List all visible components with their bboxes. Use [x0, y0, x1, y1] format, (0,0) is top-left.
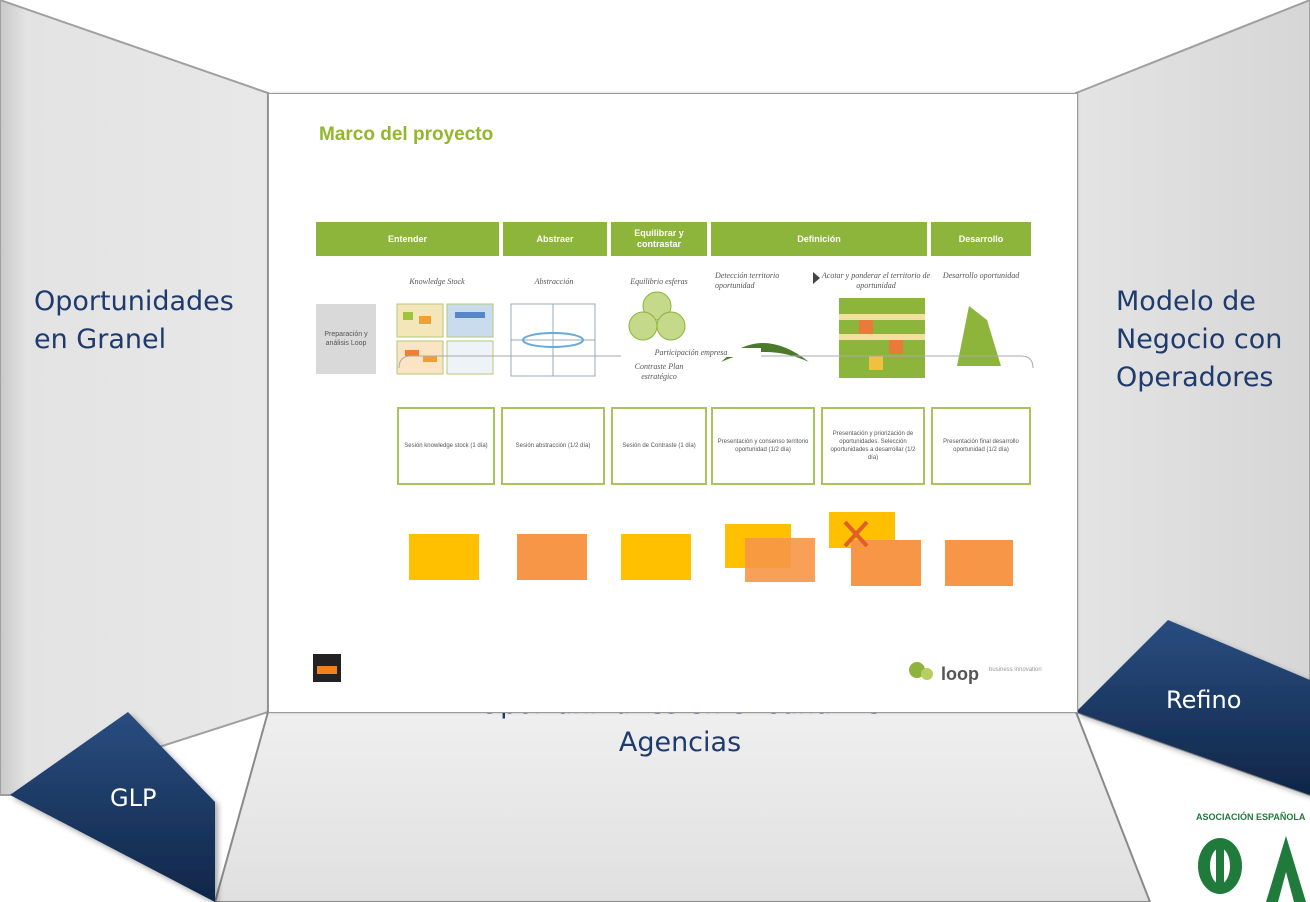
session-2: Sesión abstracción (1/2 día) [501, 407, 605, 485]
caption-acotar: Acotar y ponderar el territorio de oport… [821, 271, 931, 290]
block-3 [621, 534, 691, 580]
acotar-grid-icon [839, 298, 925, 378]
caption-deteccion: Detección territorio oportunidad [715, 271, 780, 290]
definicion-arrow-icon [813, 272, 820, 284]
phase-desarrollo: Desarrollo [931, 222, 1031, 256]
desarrollo-shape-icon [957, 306, 1001, 366]
knowledge-stock-icon [396, 303, 494, 375]
block-6 [945, 540, 1013, 586]
session-1: Sesión knowledge stock (1 día) [397, 407, 495, 485]
block-5b [851, 540, 921, 586]
session-6: Presentación final desarrollo oportunida… [931, 407, 1031, 485]
slide-title: Marco del proyecto [319, 124, 494, 145]
loop-logo-tagline: business innovation [989, 667, 1042, 673]
refino-tab-label: Refino [1166, 686, 1242, 714]
refino-tab-shape [1076, 620, 1310, 795]
caption-contraste: Contraste Plan estratégico [634, 362, 684, 381]
slide: Marco del proyecto Entender Abstraer Equ… [268, 93, 1078, 713]
left-panel [0, 0, 269, 796]
block-4b [745, 538, 815, 582]
caption-desarrollo: Desarrollo oportunidad [942, 271, 1020, 280]
glp-tab-label: GLP [110, 784, 157, 812]
session-4: Presentación y consenso territorio oport… [711, 407, 815, 485]
loop-logo-text: loop [941, 664, 979, 684]
association-logo-text: ASOCIACIÓN ESPAÑOLA [1196, 812, 1306, 822]
abstraccion-icon [510, 303, 596, 377]
block-1 [409, 534, 479, 580]
phase-entender: Entender [316, 222, 499, 256]
slide-illustrations [313, 272, 1034, 682]
right-panel-label: Modelo de Negocio con Operadores [1116, 286, 1283, 393]
equilibrio-icon [628, 291, 686, 341]
caption-knowledge-stock: Knowledge Stock [409, 277, 465, 286]
left-panel-label: Oportunidades en Granel [34, 286, 234, 355]
glp-tab-shape [10, 712, 215, 902]
association-logo-icon [1198, 836, 1306, 902]
cross-icon [843, 520, 869, 548]
phase-equilibrar: Equilibrar y contrastar [611, 222, 707, 256]
block-2 [517, 534, 587, 580]
phase-definicion: Definición [711, 222, 927, 256]
participation-label: Participación empresa [621, 348, 761, 357]
participation-line [398, 355, 1034, 369]
phase-abstraer: Abstraer [503, 222, 607, 256]
session-3: Sesión de Contraste (1 día) [611, 407, 707, 485]
caption-abstraccion: Abstracción [534, 277, 574, 286]
caption-equilibrio: Equilibrio esferas [630, 277, 688, 286]
session-5: Presentación y priorización de oportunid… [821, 407, 925, 485]
prep-box: Preparación y análisis Loop [316, 304, 376, 374]
deteccion-arc-icon [721, 343, 809, 362]
loop-logo-icon [909, 662, 933, 680]
